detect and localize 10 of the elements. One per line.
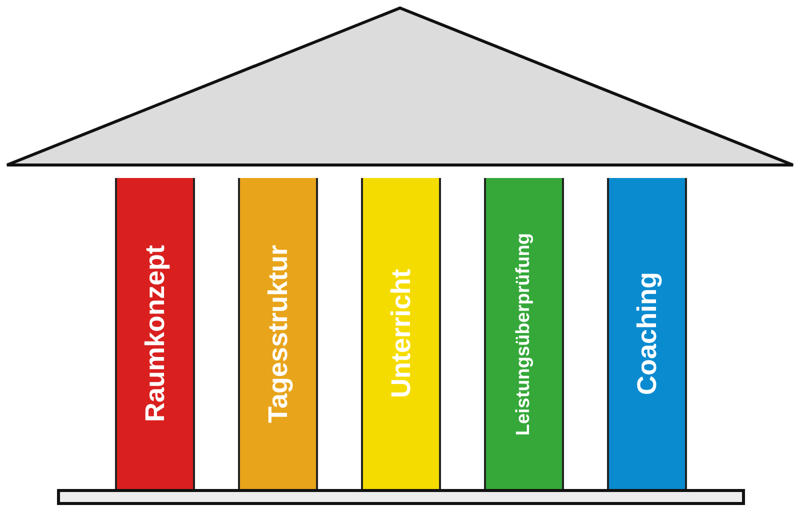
pillar-label: Raumkonzept xyxy=(140,245,170,423)
pillar-label: Tagesstruktur xyxy=(262,244,294,424)
pillar-label: Leistungsüberprüfung xyxy=(513,232,535,436)
pillar xyxy=(484,178,564,490)
pillar-label: Coaching xyxy=(632,272,662,396)
pillar xyxy=(115,178,195,490)
pillar xyxy=(361,178,441,490)
pillar xyxy=(607,178,687,490)
pillar xyxy=(238,178,318,490)
pillar-label: Unterricht xyxy=(386,269,416,398)
